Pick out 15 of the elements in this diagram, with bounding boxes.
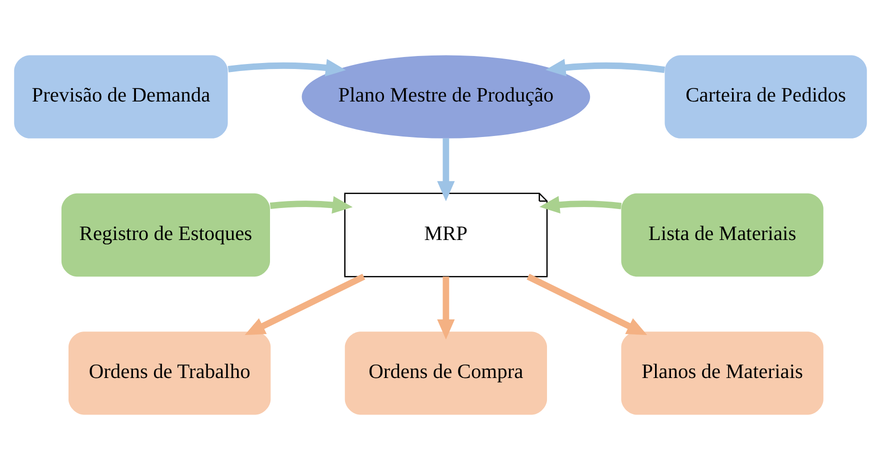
arrow [227,58,346,76]
arrow [436,276,454,340]
node-box: Planos de Materiais [620,332,823,415]
node-box: Previsão de Demanda [14,55,228,138]
node-box: Ordens de Compra [344,332,547,415]
node-box: Carteira de Pedidos [664,55,866,138]
arrow [244,274,365,335]
arrow [526,274,647,335]
arrow [269,196,352,214]
node-box: Lista de Materiais [620,193,823,277]
arrow [544,58,664,76]
arrow [436,138,454,202]
node-box: Ordens de Trabalho [68,332,270,415]
node-ellipse: Plano Mestre de Produção [301,55,590,138]
node-box: Registro de Estoques [60,193,270,277]
